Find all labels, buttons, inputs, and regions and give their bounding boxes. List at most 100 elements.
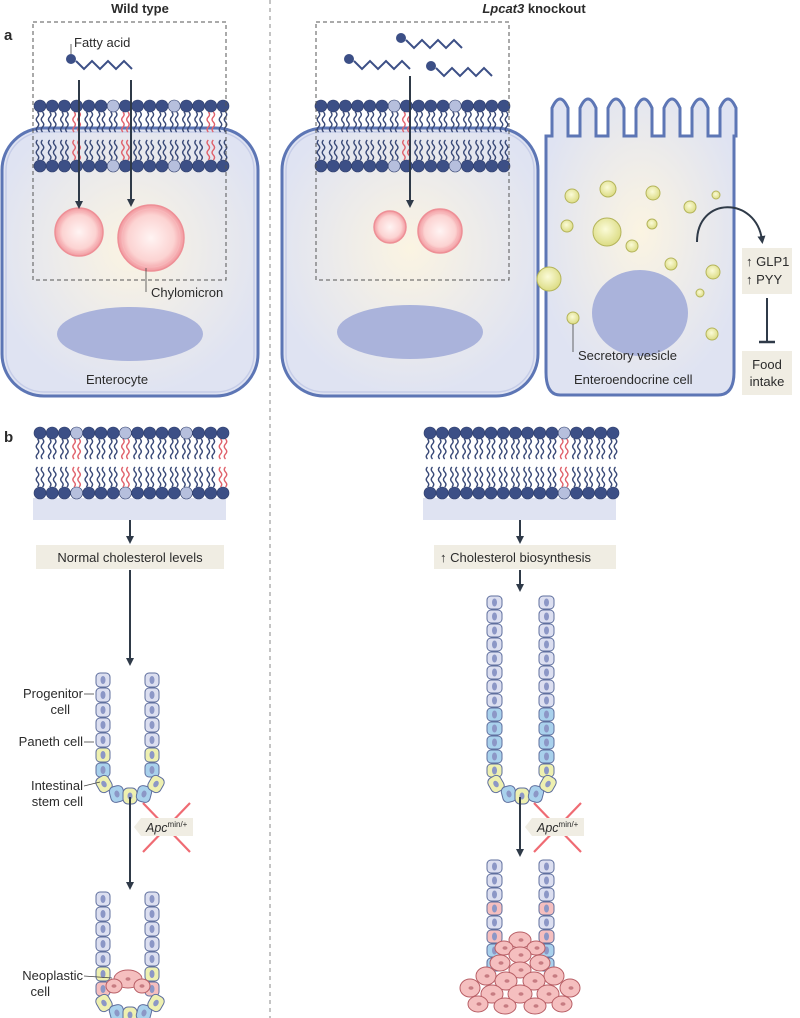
lipid-tail-bottom [40, 466, 45, 488]
lipid-tail-top [113, 438, 118, 460]
lipid-head-top [155, 99, 169, 113]
progenitor-cell-nucleus [149, 925, 155, 933]
lipid-tail-top [150, 438, 155, 460]
paneth-cell-nucleus [127, 1011, 133, 1018]
lipid-head-bottom [423, 486, 437, 500]
lipid-head-top [70, 426, 83, 440]
lipid-head-bottom [461, 159, 474, 173]
ko-enterocyte-nucleus [337, 305, 483, 359]
progenitor-cell-nucleus [149, 676, 155, 684]
lipid-head-bottom [167, 486, 181, 500]
lipid-tail-top [340, 111, 345, 133]
lipid-head-bottom [473, 159, 486, 173]
lipid-head-top [460, 426, 473, 440]
lipid-head-top [594, 426, 608, 440]
lipid-tail-bottom [108, 466, 113, 488]
lipid-head-bottom [204, 486, 218, 500]
neoplastic-leader [83, 975, 113, 979]
lipid-tail-top [169, 111, 174, 133]
lipid-tail-bottom [138, 466, 143, 488]
lipid-tail-top [431, 111, 436, 133]
lipid-tail-top [559, 438, 564, 460]
progenitor-cell-nucleus [492, 598, 497, 607]
lipid-head-bottom [545, 486, 559, 500]
lipid-tail-top [223, 111, 228, 133]
lipid-head-top [436, 99, 450, 113]
progenitor-cell-nucleus [492, 640, 497, 649]
lipid-head-bottom [606, 486, 620, 500]
lipid-head-bottom [94, 159, 108, 173]
lipid-tail-top [487, 111, 492, 133]
lipid-head-bottom [387, 159, 401, 173]
lipid-head-bottom [339, 159, 352, 173]
secretory-vesicle [625, 239, 639, 253]
lipid-tail-top [181, 438, 186, 460]
paneth-cell-nucleus [153, 999, 159, 1007]
lipid-tail-top [218, 111, 223, 133]
lipid-head-bottom [326, 159, 340, 173]
lipid-tail-top [162, 111, 167, 133]
lipid-head-top [339, 99, 352, 113]
lipid-tail-top [169, 438, 174, 460]
lipid-tail-top [479, 438, 484, 460]
lipid-head-bottom [412, 159, 425, 173]
lipid-tail-bottom [443, 139, 448, 161]
enteroendocrine-nucleus [592, 270, 688, 356]
lipid-tail-bottom [47, 466, 52, 488]
stem-cell-nucleus [544, 738, 549, 747]
lipid-tail-bottom [437, 466, 442, 488]
neoplastic-cell-nucleus [490, 992, 496, 996]
lipid-tail-top [365, 111, 370, 133]
lipid-tail-bottom [467, 139, 472, 161]
stem-cell-nucleus [492, 710, 497, 719]
stem-cell-nucleus [544, 710, 549, 719]
lipid-tail-bottom [394, 139, 399, 161]
progenitor-cell-nucleus [492, 918, 497, 927]
lipid-tail-bottom [576, 466, 581, 488]
lipid-tail-bottom [370, 139, 375, 161]
progenitor-cell-nucleus [100, 691, 106, 699]
lipid-tail-bottom [64, 466, 69, 488]
neoplastic-cell-nucleus [484, 974, 490, 978]
lipid-head-bottom [70, 159, 83, 173]
lipid-tail-top [389, 111, 394, 133]
secretory-vesicle [560, 219, 574, 233]
lipid-tail-top [414, 111, 419, 133]
lipid-tail-top [515, 438, 520, 460]
lipid-tail-top [419, 111, 424, 133]
lipid-tail-bottom [84, 139, 89, 161]
stem-cell-nucleus [100, 766, 106, 774]
lipid-tail-top [59, 111, 64, 133]
lipid-tail-bottom [552, 466, 557, 488]
lipid-tail-bottom [491, 466, 496, 488]
lipid-head-top [326, 99, 340, 113]
lipid-head-bottom [485, 159, 499, 173]
lipid-tail-top [47, 111, 52, 133]
progenitor-cell-nucleus [544, 668, 549, 677]
lipid-tail-top [194, 111, 199, 133]
lipid-tail-top [504, 111, 509, 133]
secretory-vesicle [536, 266, 562, 292]
lipid-tail-top [455, 111, 460, 133]
lipid-tail-bottom [540, 466, 545, 488]
stem-cell-nucleus [544, 752, 549, 761]
lipid-tail-top [72, 438, 77, 460]
lipid-tail-bottom [72, 139, 77, 161]
lipid-tail-top [133, 111, 138, 133]
lipid-head-top [412, 99, 425, 113]
stem-cell-nucleus [114, 1009, 120, 1017]
lipid-head-top [180, 99, 193, 113]
lipid-tail-top [358, 111, 363, 133]
lipid-head-top [167, 426, 181, 440]
neoplastic-cell-nucleus [552, 974, 558, 978]
paneth-cell-nucleus [545, 780, 551, 788]
lipid-tail-top [162, 438, 167, 460]
secretory-vesicles [536, 180, 721, 341]
secretory-vesicle [683, 200, 697, 214]
neoplastic-cell-nucleus [149, 985, 155, 993]
lipid-tail-top [450, 111, 455, 133]
lipid-tail-bottom [480, 139, 485, 161]
lipid-tail-top [499, 111, 504, 133]
lipid-head-top [45, 99, 59, 113]
ko-fatty-acid-3-tail [435, 66, 493, 78]
